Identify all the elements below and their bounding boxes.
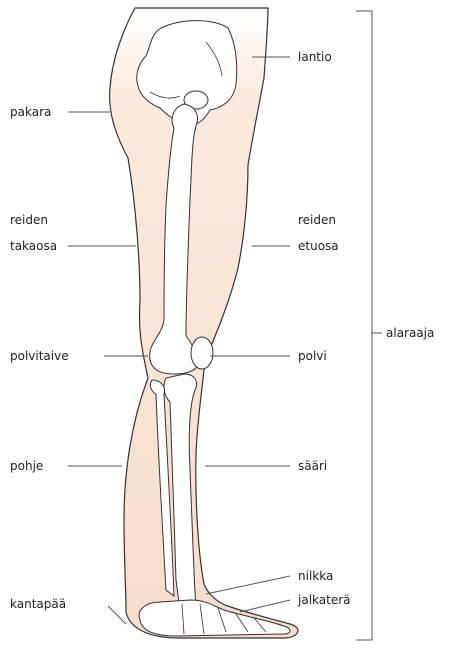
label-reiden-takaosa-line2: takaosa [10,238,57,254]
label-reiden-etuosa-line1: reiden [298,212,336,228]
label-kantapaa: kantapää [10,596,66,612]
leader-nilkka [206,576,290,594]
alaraaja-bracket [356,11,372,640]
label-pakara: pakara [10,104,51,120]
patella-bone [191,337,213,369]
leader-kantapaa [108,606,126,624]
label-reiden-etuosa-line2: etuosa [298,238,339,254]
label-lantio: lantio [298,49,332,65]
label-reiden-takaosa-line1: reiden [10,212,48,228]
label-alaraaja: alaraaja [386,325,434,341]
label-polvitaive: polvitaive [10,348,69,364]
leader-jalkatera [240,600,290,612]
label-polvi: polvi [298,348,327,364]
label-pohje: pohje [10,458,43,474]
label-nilkka: nilkka [298,568,333,584]
label-saari: sääri [298,458,327,474]
label-jalkatera: jalkaterä [298,592,351,608]
